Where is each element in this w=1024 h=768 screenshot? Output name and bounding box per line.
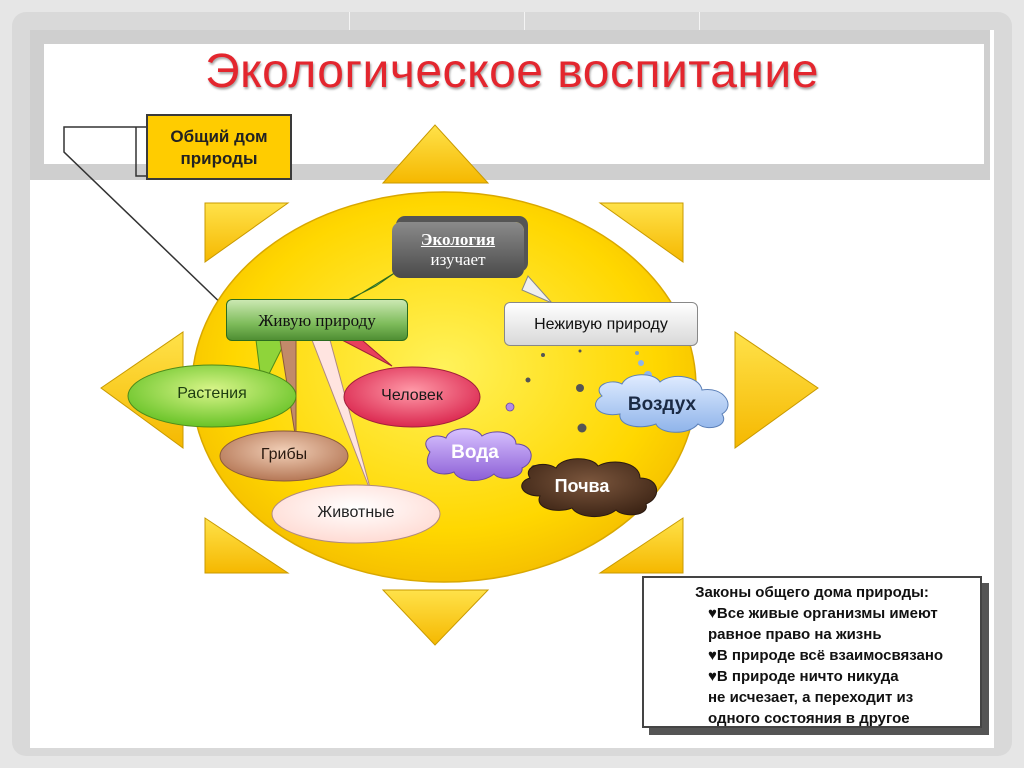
common-home-line-1: Общий дом <box>170 127 268 146</box>
heart-icon: ♥ <box>708 605 717 622</box>
water-label: Вода <box>451 442 499 463</box>
law-item-1: ♥Все живые организмы имеют <box>644 603 980 624</box>
animals-bubble <box>271 484 441 544</box>
human-label: Человек <box>381 387 443 404</box>
ray-top <box>381 124 490 184</box>
heart-icon: ♥ <box>708 647 717 664</box>
ray-right <box>734 331 819 449</box>
frame-divider <box>524 12 525 32</box>
ray-bottom-left <box>204 517 290 574</box>
ecology-title: Экология <box>420 230 496 249</box>
fungi-label: Грибы <box>260 446 308 463</box>
law-3-line-1: В природе ничто никуда <box>716 668 899 685</box>
ecology-subtitle: изучает <box>430 250 486 269</box>
law-3-line-2: не исчезает, а переходит из <box>708 689 914 706</box>
law-item-2: ♥В природе всё взаимосвязано <box>644 645 980 666</box>
common-home-box: Общий дом природы <box>146 114 292 180</box>
plants-bubble <box>127 364 297 428</box>
fungi-bubble <box>219 430 349 482</box>
ray-bottom-right <box>598 517 684 574</box>
nonliving-nature-callout: Неживую природу <box>504 302 698 346</box>
plants-label: Растения <box>177 385 247 402</box>
law-1-line-2: равное право на жизнь <box>708 626 882 643</box>
ray-top-right <box>598 202 684 263</box>
soil-cloud <box>521 458 657 517</box>
law-3-line-3: одного состояния в другое <box>708 710 910 727</box>
living-nature-callout: Живую природу <box>226 299 408 341</box>
law-2-line-1: В природе всё взаимосвязано <box>716 647 944 664</box>
water-cloud <box>425 428 532 481</box>
ecology-box: Экология изучает <box>392 222 524 278</box>
soil-label: Почва <box>554 476 610 496</box>
ray-bottom <box>381 589 490 646</box>
callout-connector <box>63 126 231 313</box>
animals-label: Животные <box>317 504 395 521</box>
ray-top-left <box>204 202 290 263</box>
air-cloud <box>595 374 729 433</box>
slide-title: Экологическое воспитание <box>205 45 819 98</box>
frame-divider <box>349 12 350 32</box>
air-label: Воздух <box>627 394 697 415</box>
common-home-line-2: природы <box>180 149 258 168</box>
law-1-line-1: Все живые организмы имеют <box>716 605 938 622</box>
heart-icon: ♥ <box>708 668 717 685</box>
law-item-3: ♥В природе ничто никуда <box>644 666 980 687</box>
human-bubble <box>343 366 481 428</box>
laws-box: Законы общего дома природы: ♥Все живые о… <box>642 576 982 728</box>
laws-title: Законы общего дома природы: <box>695 584 929 601</box>
nonliving-callout-tail <box>521 275 553 304</box>
frame-divider <box>699 12 700 32</box>
